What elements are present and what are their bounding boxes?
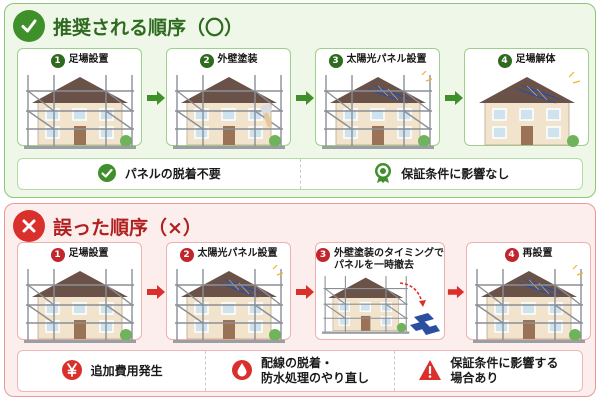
- finished-house-illustration: [478, 71, 581, 148]
- yen-icon: [61, 359, 83, 384]
- problem-text: 追加費用発生: [90, 363, 163, 378]
- step-label: 足場解体: [515, 54, 556, 65]
- problem-item: 配線の脱着・ 防水処理のやり直し: [205, 351, 393, 391]
- flow-arrow-icon: [447, 285, 465, 299]
- check-icon: [13, 10, 45, 42]
- house-solar-install-illustration: [322, 71, 434, 150]
- panel-removal-illustration: [322, 275, 440, 335]
- water-drop-icon: [231, 359, 253, 384]
- step-number: 1: [50, 248, 65, 262]
- benefit-item: パネルの脱着不要: [18, 159, 300, 189]
- recommended-order-header: 推奨される順序（〇）: [13, 10, 243, 42]
- benefit-text: 保証条件に影響なし: [401, 166, 510, 181]
- bad-step-3-card: 3 外壁塗装のタイミングで パネルを一時撤去: [315, 242, 445, 340]
- house-with-scaffold-illustration: [24, 74, 136, 150]
- flow-arrow-icon: [296, 285, 314, 299]
- step-label: 太陽光パネル設置: [197, 248, 278, 259]
- step-number: 3: [316, 248, 330, 262]
- step-number: 3: [328, 54, 343, 68]
- problem-text: 配線の脱着・ 防水処理のやり直し: [260, 356, 369, 385]
- house-solar-install-illustration: [173, 265, 285, 344]
- problem-text: 保証条件に影響する 場合あり: [450, 356, 559, 385]
- step-number: 2: [199, 54, 214, 68]
- house-painting-illustration: [173, 74, 285, 150]
- cross-icon: [13, 210, 45, 242]
- step-label: 足場設置: [68, 54, 109, 65]
- section-title: 推奨される順序（〇）: [53, 16, 244, 39]
- section-title: 誤った順序（×）: [53, 216, 202, 239]
- step-number: 4: [497, 54, 512, 68]
- benefit-text: パネルの脱着不要: [124, 166, 221, 181]
- step-label: 再設置: [522, 248, 553, 259]
- house-reinstall-illustration: [473, 265, 585, 344]
- problems-bar: 追加費用発生 配線の脱着・ 防水処理のやり直し 保証条件に影響する 場合あり: [17, 350, 583, 392]
- step-label: 足場設置: [68, 248, 109, 259]
- house-with-scaffold-illustration: [24, 268, 136, 344]
- step-number: 1: [50, 54, 65, 68]
- flow-arrow-icon: [296, 91, 314, 105]
- step-label: 外壁塗装のタイミングで パネルを一時撤去: [334, 248, 444, 271]
- step-number: 2: [179, 248, 194, 262]
- removed-panels-icon: [410, 313, 440, 335]
- warranty-medal-icon: [373, 162, 393, 187]
- step-label: 太陽光パネル設置: [346, 54, 427, 65]
- step-label: 外壁塗装: [217, 54, 258, 65]
- check-circle-icon: [97, 163, 117, 186]
- flow-arrow-icon: [147, 91, 165, 105]
- flow-arrow-icon: [445, 91, 463, 105]
- problem-item: 保証条件に影響する 場合あり: [393, 351, 582, 391]
- benefit-item: 保証条件に影響なし: [299, 159, 583, 189]
- benefits-bar: パネルの脱着不要 保証条件に影響なし: [17, 158, 583, 190]
- flow-arrow-icon: [147, 285, 165, 299]
- wrong-order-header: 誤った順序（×）: [13, 210, 202, 242]
- warning-icon: [418, 359, 442, 384]
- step-number: 4: [504, 248, 519, 262]
- problem-item: 追加費用発生: [18, 351, 205, 391]
